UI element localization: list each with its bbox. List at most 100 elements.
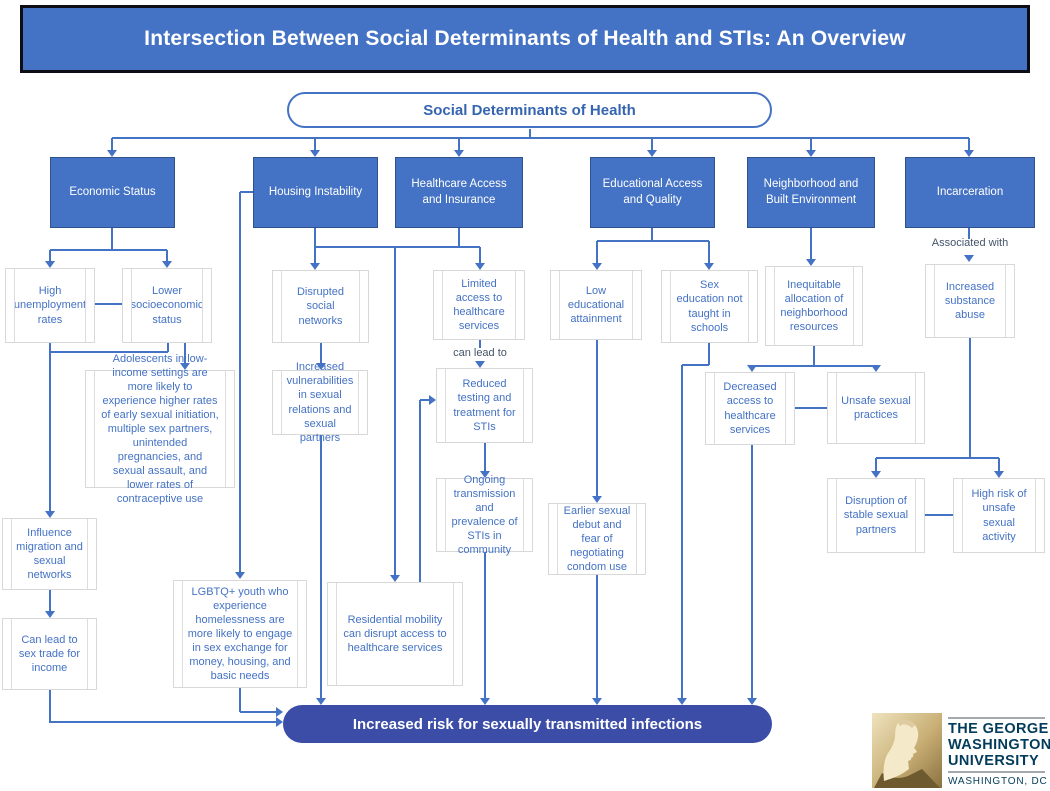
connector-line (184, 343, 186, 363)
connector-line (112, 137, 969, 139)
connector-line (708, 343, 710, 365)
connector-line (651, 228, 653, 241)
node-label: LGBTQ+ youth who experience homelessness… (187, 585, 293, 683)
node-disruption-stable-partners: Disruption of stable sexual partners (827, 478, 925, 553)
node-unsafe-sexual-practices: Unsafe sexual practices (827, 372, 925, 444)
page-title: Intersection Between Social Determinants… (144, 27, 906, 50)
root-label: Social Determinants of Health (423, 101, 636, 119)
node-label: Earlier sexual debut and fear of negotia… (563, 504, 631, 574)
node-decreased-access-healthcare: Decreased access to healthcare services (705, 372, 795, 445)
node-label: Ongoing transmission and prevalence of S… (451, 473, 518, 557)
category-label: Educational Access and Quality (602, 177, 703, 206)
arrowhead (871, 471, 881, 478)
connector-line (969, 338, 971, 458)
node-high-risk-unsafe-activity: High risk of unsafe sexual activity (953, 478, 1045, 553)
connector-line (752, 365, 876, 367)
arrowhead (704, 263, 714, 270)
node-influence-migration: Influence migration and sexual networks (2, 518, 97, 590)
connector-line (458, 138, 460, 150)
connector-line (795, 407, 827, 409)
node-label: Lower socioeconomic status (130, 285, 204, 326)
connector-line (681, 365, 683, 698)
arrowhead (276, 717, 283, 727)
connector-line (49, 352, 51, 511)
connector-line (968, 228, 970, 239)
connector-line (597, 240, 709, 242)
category-label: Economic Status (69, 185, 156, 198)
arrowhead (107, 150, 117, 157)
node-label: Disrupted social networks (296, 286, 345, 327)
connector-line (240, 191, 253, 193)
connector-line (479, 340, 481, 348)
node-disrupted-social-networks: Disrupted social networks (272, 270, 369, 343)
node-label: Residential mobility can disrupt access … (343, 613, 447, 655)
title-banner: Intersection Between Social Determinants… (20, 5, 1030, 73)
connector-line (49, 250, 51, 261)
connector-line (596, 241, 598, 263)
arrowhead (964, 255, 974, 262)
node-label: Unsafe sexual practices (841, 394, 911, 421)
connector-line (166, 250, 168, 261)
connector-line (315, 246, 480, 248)
logo-rule-bottom (948, 771, 1045, 773)
node-earlier-sexual-debut: Earlier sexual debut and fear of negotia… (548, 503, 646, 575)
logo-rule-top (948, 717, 1045, 719)
arrowhead (592, 263, 602, 270)
node-increased-substance-abuse: Increased substance abuse (925, 264, 1015, 338)
node-lgbtq-youth-homelessness: LGBTQ+ youth who experience homelessness… (173, 580, 307, 688)
connector-line (394, 247, 396, 575)
connector-line (810, 138, 812, 150)
node-label: Can lead to sex trade for income (18, 633, 81, 675)
connector-line (875, 458, 877, 471)
connector-line (596, 575, 598, 698)
arrowhead (480, 698, 490, 705)
node-label: Increased vulnerabilities in sexual rela… (286, 361, 354, 443)
arrowhead (747, 365, 757, 372)
arrowhead (871, 365, 881, 372)
arrowhead (390, 575, 400, 582)
connector-line (968, 138, 970, 150)
category-housing-instability: Housing Instability (253, 157, 378, 228)
connector-line (484, 443, 486, 471)
category-incarceration: Incarceration (905, 157, 1035, 228)
node-social-determinants-of-health: Social Determinants of Health (287, 92, 772, 128)
category-economic-status: Economic Status (50, 157, 175, 228)
node-label: Limited access to healthcare services (453, 277, 505, 333)
connector-line (95, 303, 122, 305)
connector-line (419, 400, 421, 582)
connector-line (239, 192, 241, 572)
node-label: High risk of unsafe sexual activity (971, 488, 1027, 543)
node-reduced-testing-treatment: Reduced testing and treatment for STIs (436, 368, 533, 443)
arrowhead (475, 361, 485, 368)
logo-text-line3: UNIVERSITY (948, 753, 1040, 769)
arrowhead (316, 363, 326, 370)
node-limited-access-healthcare: Limited access to healthcare services (433, 270, 525, 340)
connector-line (240, 711, 276, 713)
arrowhead (454, 150, 464, 157)
logo-city-text: WASHINGTON, DC (948, 776, 1048, 787)
connector-line (651, 138, 653, 150)
connector-line (49, 343, 51, 353)
edge-label-associated-with: Associated with (925, 237, 1015, 249)
category-label: Incarceration (936, 185, 1004, 198)
connector-line (50, 249, 167, 251)
node-high-unemployment: High unemployment rates (5, 268, 95, 343)
connector-line (50, 721, 276, 723)
category-label: Neighborhood and Built Environment (763, 177, 859, 206)
arrowhead (480, 471, 490, 478)
category-educational-access: Educational Access and Quality (590, 157, 715, 228)
node-low-educational-attainment: Low educational attainment (550, 270, 642, 340)
connector-line (876, 457, 999, 459)
arrowhead (276, 707, 283, 717)
arrowhead (647, 150, 657, 157)
node-label: Sex education not taught in schools (676, 279, 743, 334)
arrowhead (747, 698, 757, 705)
arrowhead (964, 150, 974, 157)
connector-line (314, 247, 316, 263)
logo-text-line2: WASHINGTON (948, 737, 1050, 753)
category-label: Housing Instability (268, 185, 363, 198)
connector-line (239, 688, 241, 712)
connector-line (314, 138, 316, 150)
logo-text-line1: THE GEORGE (948, 721, 1049, 737)
